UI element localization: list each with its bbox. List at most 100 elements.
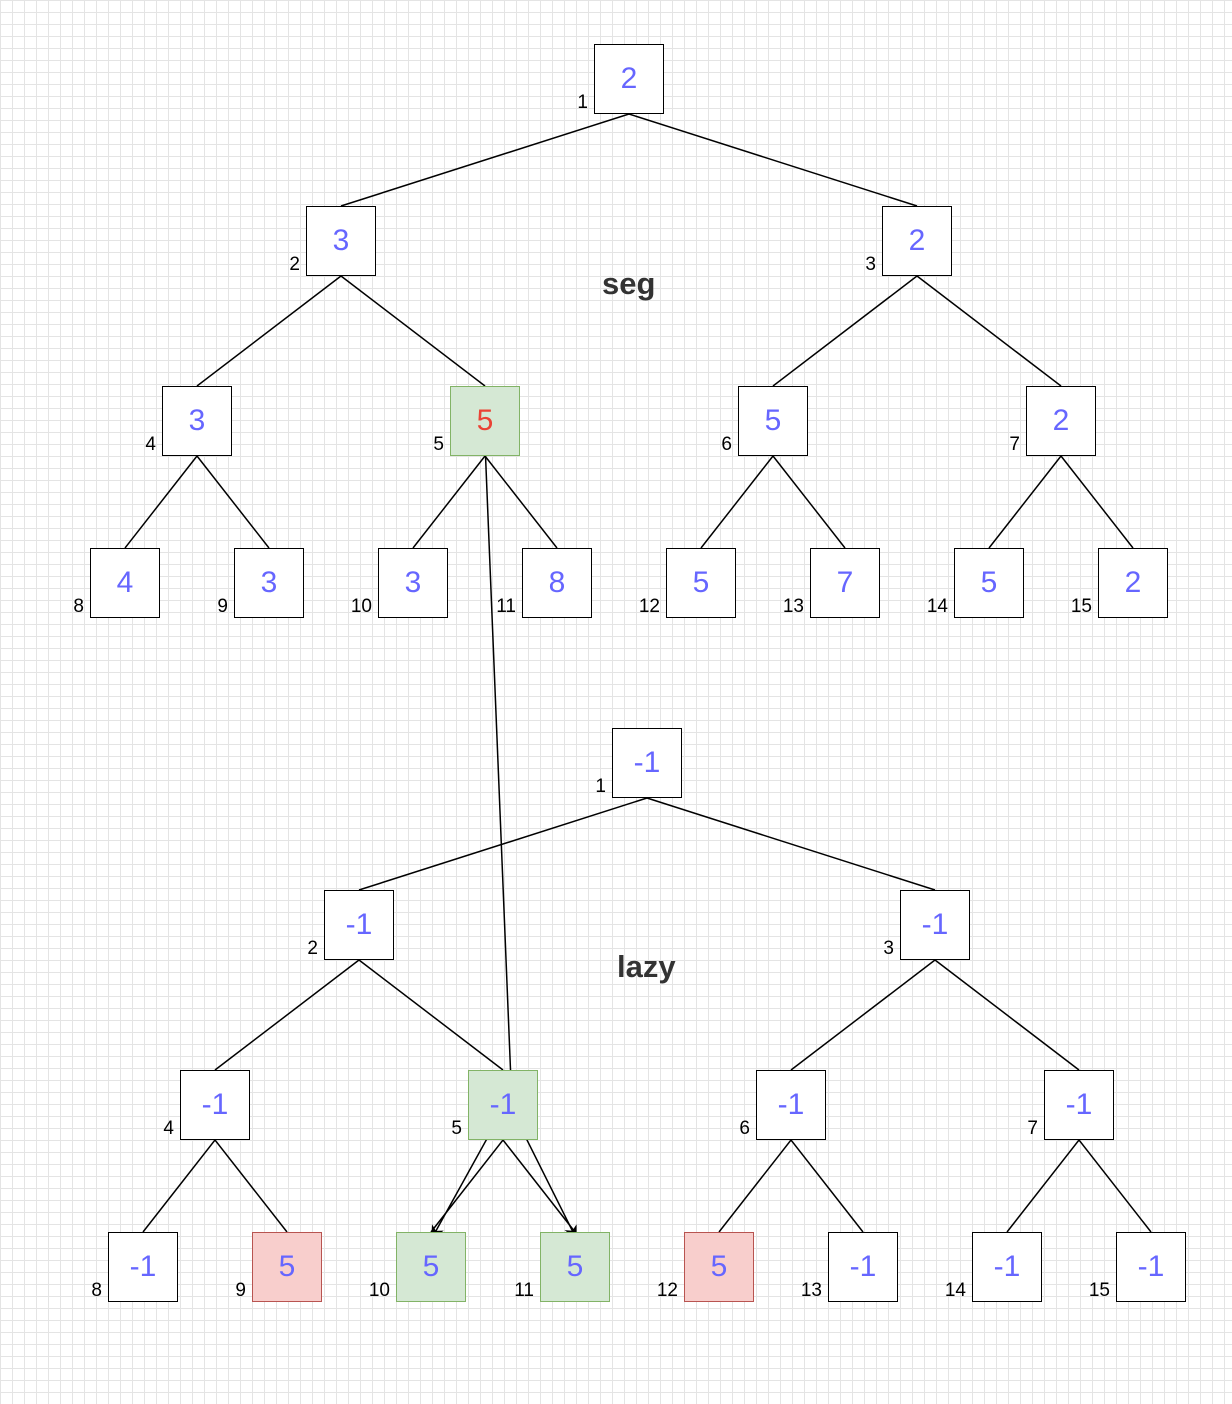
lazy-node-index: 5 [451,1118,462,1139]
seg-node-5: 5 [450,386,520,456]
lazy-node-3: -1 [900,890,970,960]
seg-node-index: 6 [721,434,732,455]
lazy-node-value: -1 [1137,1250,1165,1283]
seg-edge-2-4 [196,275,342,387]
lazy-node-value: -1 [849,1250,877,1283]
lazy-edge-4-9 [214,1139,288,1233]
seg-node-value: 2 [620,62,638,95]
seg-tree-label: seg [602,266,656,301]
seg-node-13: 7 [810,548,880,618]
seg-node-index: 15 [1070,596,1092,617]
lazy-node-index: 8 [91,1280,102,1301]
lazy-node-index: 4 [163,1118,174,1139]
lazy-node-10: 5 [396,1232,466,1302]
lazy-node-value: -1 [633,746,661,779]
lazy-edge-6-13 [790,1139,864,1233]
lazy-node-index: 12 [656,1280,678,1301]
arrow-lazy5-to-lazy11 [519,1125,577,1240]
seg-node-index: 1 [577,92,588,113]
lazy-node-index: 14 [944,1280,966,1301]
seg-node-value: 3 [332,224,350,257]
seg-node-index: 8 [73,596,84,617]
seg-node-1: 2 [594,44,664,114]
seg-node-value: 3 [188,404,206,437]
lazy-edge-7-15 [1078,1139,1152,1233]
lazy-node-5: -1 [468,1070,538,1140]
lazy-node-8: -1 [108,1232,178,1302]
seg-edge-7-14 [988,455,1062,549]
seg-node-index: 12 [638,596,660,617]
lazy-node-index: 10 [368,1280,390,1301]
seg-node-value: 3 [260,566,278,599]
seg-node-index: 7 [1009,434,1020,455]
lazy-edge-7-14 [1006,1139,1080,1233]
lazy-node-2: -1 [324,890,394,960]
seg-edge-5-10 [412,455,486,549]
lazy-edge-1-3 [646,797,936,891]
lazy-node-6: -1 [756,1070,826,1140]
lazy-node-index: 7 [1027,1118,1038,1139]
arrow-lazy5-to-lazy10 [431,1125,495,1240]
lazy-edge-6-12 [718,1139,792,1233]
seg-node-value: 8 [548,566,566,599]
lazy-node-value: -1 [993,1250,1021,1283]
lazy-node-value: -1 [129,1250,157,1283]
lazy-node-value: -1 [1065,1088,1093,1121]
lazy-node-value: -1 [777,1088,805,1121]
seg-edge-6-13 [772,455,846,549]
seg-edge-1-3 [628,113,918,207]
lazy-edge-1-2 [358,797,648,891]
seg-node-9: 3 [234,548,304,618]
lazy-edge-5-11 [502,1139,576,1233]
seg-edge-5-11 [484,455,558,549]
lazy-edge-3-6 [790,959,936,1071]
seg-edge-4-9 [196,455,270,549]
lazy-node-4: -1 [180,1070,250,1140]
seg-node-index: 11 [496,596,516,617]
lazy-node-value: -1 [489,1088,517,1121]
seg-edge-3-6 [772,275,918,387]
lazy-node-index: 6 [739,1118,750,1139]
seg-node-value: 7 [836,566,854,599]
seg-node-value: 5 [764,404,782,437]
seg-node-10: 3 [378,548,448,618]
lazy-node-value: 5 [422,1250,440,1283]
lazy-node-13: -1 [828,1232,898,1302]
lazy-node-value: 5 [278,1250,296,1283]
lazy-node-value: -1 [921,908,949,941]
seg-node-index: 5 [433,434,444,455]
seg-node-3: 2 [882,206,952,276]
seg-node-8: 4 [90,548,160,618]
lazy-node-1: -1 [612,728,682,798]
lazy-node-9: 5 [252,1232,322,1302]
seg-node-value: 2 [1124,566,1142,599]
lazy-edge-5-10 [430,1139,504,1233]
seg-edge-4-8 [124,455,198,549]
lazy-node-value: -1 [201,1088,229,1121]
lazy-edge-3-7 [934,959,1080,1071]
lazy-node-7: -1 [1044,1070,1114,1140]
lazy-edge-2-4 [214,959,360,1071]
seg-node-11: 8 [522,548,592,618]
lazy-edge-4-8 [142,1139,216,1233]
lazy-node-12: 5 [684,1232,754,1302]
lazy-node-index: 9 [235,1280,246,1301]
lazy-node-index: 11 [514,1280,534,1301]
arrow-lazy5-to-seg5 [478,441,512,1083]
seg-node-2: 3 [306,206,376,276]
lazy-node-value: 5 [710,1250,728,1283]
seg-node-7: 2 [1026,386,1096,456]
seg-node-value: 5 [980,566,998,599]
seg-node-value: 5 [692,566,710,599]
lazy-node-index: 1 [595,776,606,797]
seg-node-15: 2 [1098,548,1168,618]
seg-edge-6-12 [700,455,774,549]
lazy-node-index: 13 [800,1280,822,1301]
lazy-node-11: 5 [540,1232,610,1302]
lazy-node-index: 3 [883,938,894,959]
seg-node-4: 3 [162,386,232,456]
seg-edge-1-2 [340,113,630,207]
lazy-node-15: -1 [1116,1232,1186,1302]
lazy-node-14: -1 [972,1232,1042,1302]
